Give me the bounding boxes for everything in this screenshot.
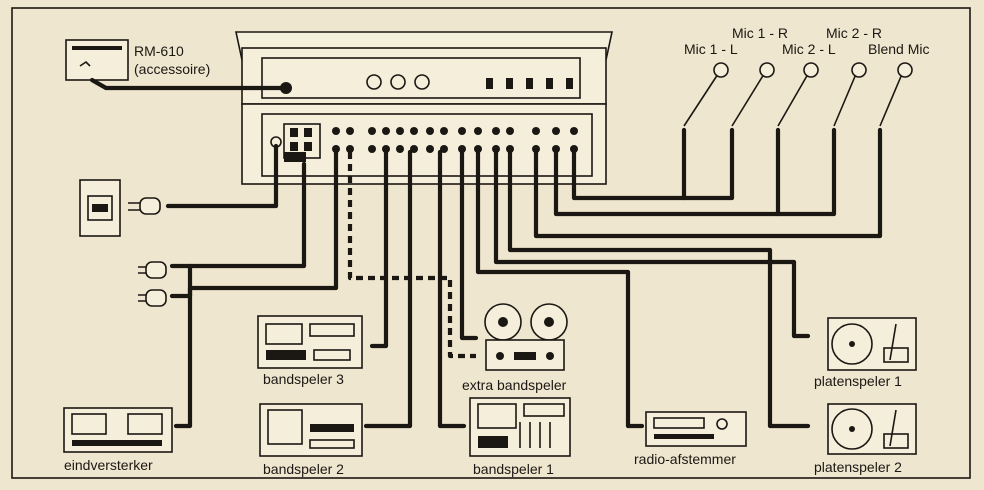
amplifier-label: eindversterker [64, 457, 153, 473]
tuner-cable [475, 149, 645, 429]
extra-tape-cable-2 [459, 149, 479, 341]
turntable1-cable [493, 149, 811, 339]
mic-2-l-label: Mic 2 - L [782, 41, 836, 57]
tape-deck-3 [257, 315, 363, 369]
aux-plug-icon-2 [138, 289, 167, 307]
mic2-cable [553, 127, 781, 217]
mic2-r-cable [775, 127, 837, 217]
tape2-cable [363, 149, 413, 429]
mic-1-r-label: Mic 1 - R [732, 25, 788, 41]
tape-deck-3-label: bandspeler 3 [263, 371, 344, 387]
blend-mic-cable [533, 127, 883, 239]
blend-mic-label: Blend Mic [868, 41, 929, 57]
radio-tuner-device [645, 411, 747, 447]
mic-2-l-icon [777, 62, 819, 127]
remote-note-label: (accessoire) [134, 61, 210, 77]
remote-cable [89, 77, 289, 91]
turntable-1-label: platenspeler 1 [814, 373, 902, 389]
tape-deck-2 [259, 403, 363, 457]
tape-deck-2-label: bandspeler 2 [263, 461, 344, 477]
remote-control-device: RM-610 (accessoire) [65, 39, 210, 81]
mic-1-l-label: Mic 1 - L [684, 41, 738, 57]
turntable-2-label: platenspeler 2 [814, 459, 902, 475]
extra-tape-cable [347, 152, 476, 359]
mic-1-l-icon [683, 62, 729, 127]
tape-deck-1 [469, 397, 571, 457]
power-plug-icon [128, 197, 161, 215]
mic-1-r-icon [731, 62, 775, 127]
remote-model-label: RM-610 [134, 43, 184, 59]
power-cable [165, 143, 279, 209]
tape3-cable [369, 149, 389, 349]
turntable2-cable [507, 149, 811, 429]
mic-2-r-label: Mic 2 - R [826, 25, 882, 41]
turntable-2 [827, 403, 917, 455]
aux-plug-icon-1 [138, 261, 167, 279]
wall-socket-icon [79, 179, 121, 237]
tape1-cable [437, 149, 467, 429]
amplifier-device [63, 407, 173, 453]
mic1-cable [571, 127, 687, 201]
mic-2-r-icon [833, 62, 867, 127]
tape-deck-1-label: bandspeler 1 [473, 461, 554, 477]
aux-cable-2 [169, 263, 193, 299]
turntable-1 [827, 317, 917, 371]
amp-cable [173, 149, 339, 429]
aux-cable-1 [169, 161, 307, 269]
extra-tape-deck [484, 303, 568, 371]
extra-tape-deck-label: extra bandspeler [462, 377, 567, 393]
radio-tuner-label: radio-afstemmer [634, 451, 736, 467]
diagram-border [11, 7, 971, 479]
mic1-r-cable [681, 127, 735, 201]
blend-mic-icon [879, 62, 913, 127]
